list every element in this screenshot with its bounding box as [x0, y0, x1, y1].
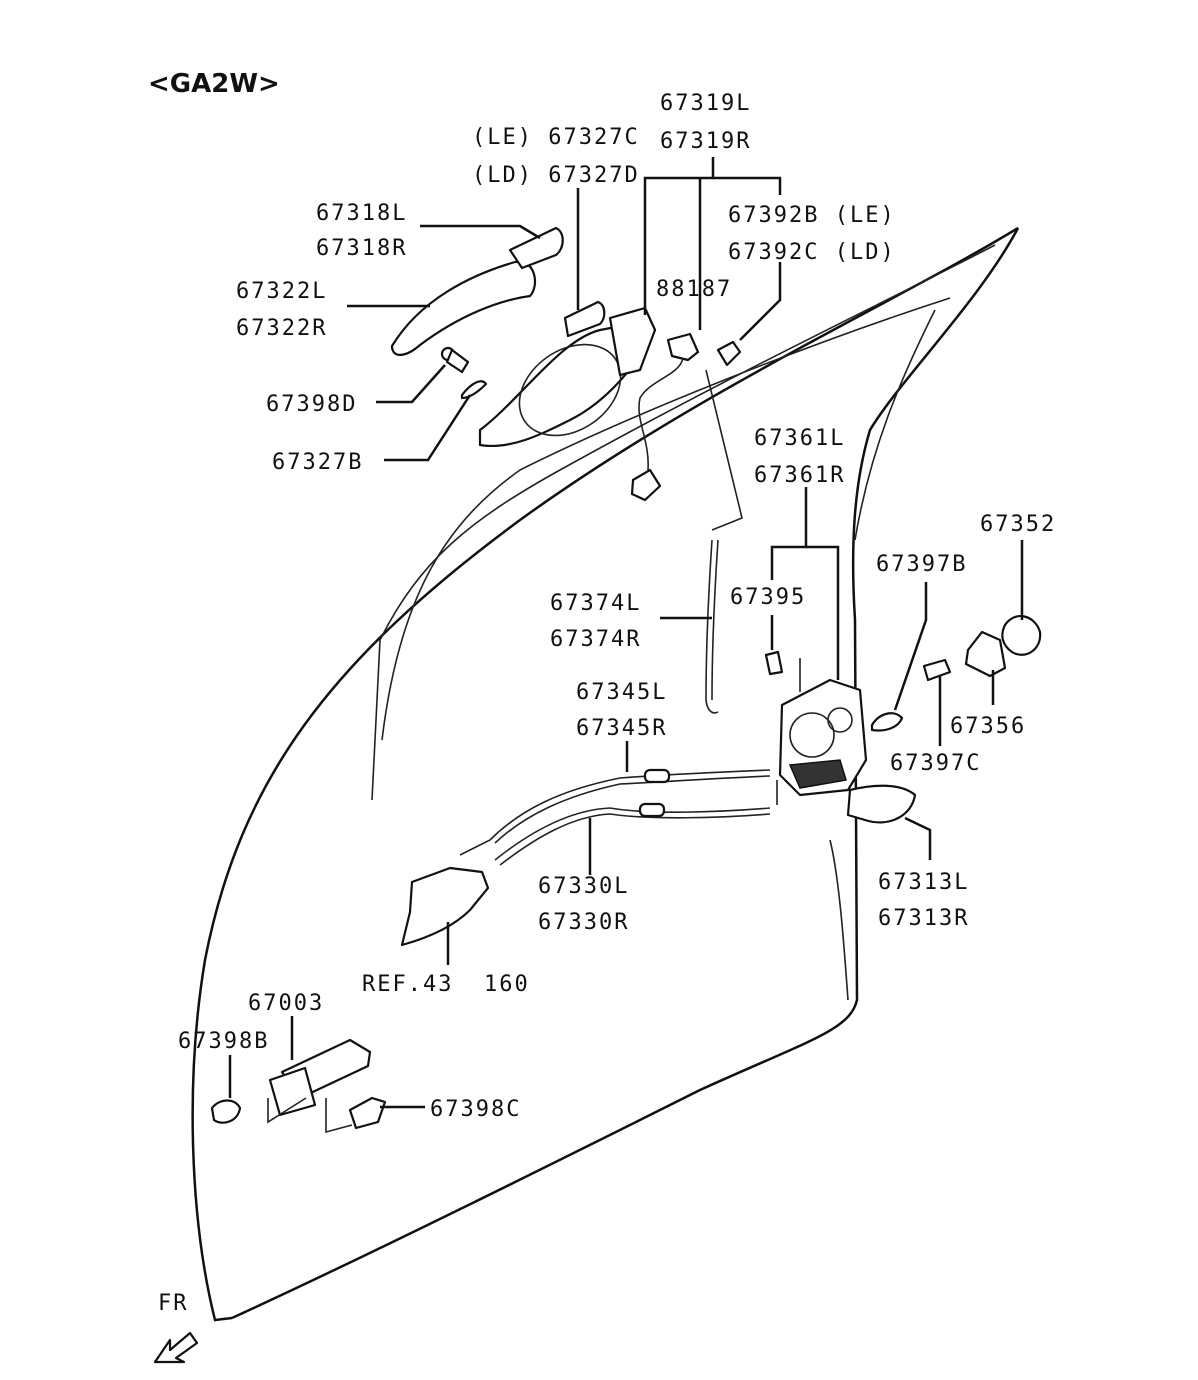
- label-67313-l: 67313L: [878, 870, 969, 895]
- part-labels: 67319L 67319R (LE) 67327C (LD) 67327D 67…: [158, 91, 1056, 1316]
- small-fasteners: [440, 346, 488, 400]
- label-67330-r: 67330R: [538, 910, 629, 935]
- label-67345-l: 67345L: [576, 680, 667, 705]
- front-direction-arrow-icon: [153, 1331, 199, 1364]
- cables: [459, 768, 771, 866]
- label-67322-r: 67322R: [236, 316, 327, 341]
- label-ref-43-160: REF.43 160: [362, 972, 530, 997]
- door-check-assembly: [210, 1038, 387, 1130]
- label-fr: FR: [158, 1291, 189, 1316]
- label-67319-l: 67319L: [660, 91, 751, 116]
- label-67361-l: 67361L: [754, 426, 845, 451]
- label-67398-b: 67398B: [178, 1029, 269, 1054]
- label-67392-b: 67392B (LE): [728, 203, 896, 228]
- label-67345-r: 67345R: [576, 716, 667, 741]
- rod-and-clip: [630, 332, 742, 502]
- label-67398-d: 67398D: [266, 392, 357, 417]
- model-code-title: <GA2W>: [148, 69, 280, 99]
- striker-parts: [870, 615, 1042, 732]
- door-outline: [191, 226, 1020, 1322]
- label-67356: 67356: [950, 714, 1026, 739]
- label-67392-c: 67392C (LD): [728, 240, 896, 265]
- label-67397-b: 67397B: [876, 552, 967, 577]
- label-67374-r: 67374R: [550, 627, 641, 652]
- label-67313-r: 67313R: [878, 906, 969, 931]
- label-67374-l: 67374L: [550, 591, 641, 616]
- outside-handle: [390, 226, 564, 356]
- inside-handle: [400, 866, 490, 947]
- label-67003: 67003: [248, 991, 324, 1016]
- label-67327-b: 67327B: [272, 450, 363, 475]
- label-67327-d: (LD) 67327D: [472, 163, 640, 188]
- label-67395: 67395: [730, 585, 806, 610]
- door-latch-assembly: [764, 650, 868, 797]
- label-67330-l: 67330L: [538, 874, 629, 899]
- leader-lines: [228, 157, 1024, 1134]
- label-67397-c: 67397C: [890, 751, 981, 776]
- handle-base: [478, 300, 657, 448]
- label-67352: 67352: [980, 512, 1056, 537]
- label-67322-l: 67322L: [236, 279, 327, 304]
- label-88187: 88187: [656, 277, 732, 302]
- label-67327-c: (LE) 67327C: [472, 125, 640, 150]
- latch-cover: [846, 784, 917, 824]
- label-67318-l: 67318L: [316, 201, 407, 226]
- label-67361-r: 67361R: [754, 463, 845, 488]
- label-67318-r: 67318R: [316, 236, 407, 261]
- label-67398-c: 67398C: [430, 1097, 521, 1122]
- label-67319-r: 67319R: [660, 129, 751, 154]
- lock-rod: [705, 539, 719, 714]
